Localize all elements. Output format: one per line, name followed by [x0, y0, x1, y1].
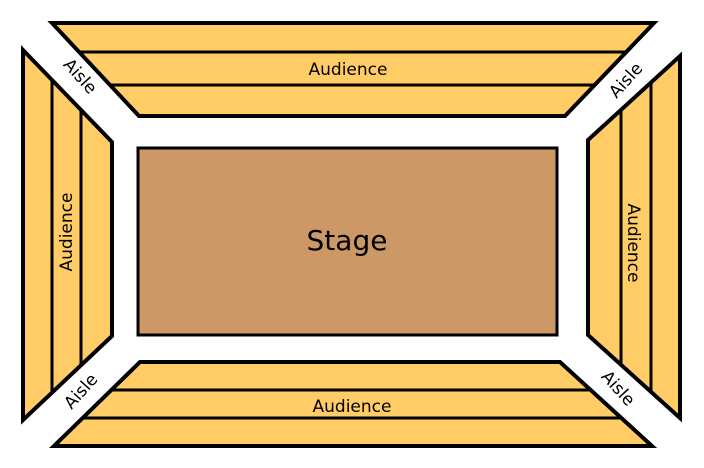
audience-section-left: Audience: [21, 45, 114, 425]
audience-label-bottom: Audience: [313, 397, 392, 417]
audience-section-bottom: Audience: [49, 360, 658, 448]
audience-label-left: Audience: [57, 193, 77, 272]
audience-section-top: Audience: [47, 21, 659, 118]
stage: Stage: [136, 146, 559, 337]
audience-label-right: Audience: [623, 204, 643, 283]
audience-label-top: Audience: [309, 60, 388, 80]
stage-label: Stage: [307, 224, 388, 257]
audience-section-right: Audience: [586, 51, 682, 423]
